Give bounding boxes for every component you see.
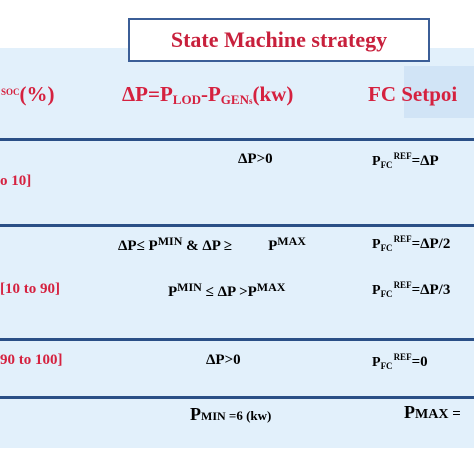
table-background	[0, 48, 474, 448]
row2-soc-range: [10 to 90]	[0, 281, 60, 297]
row1-setpoint: PFCREF=ΔP	[372, 151, 439, 170]
header-cell-tint	[404, 66, 474, 118]
pmin-limit: PMIN =6 (kw)	[190, 404, 272, 424]
row-divider	[0, 338, 474, 341]
pmax-limit: PMAX =	[404, 402, 461, 422]
row3-condition: ΔP>0	[206, 352, 241, 368]
row1-condition: ΔP>0	[238, 151, 273, 167]
header-fc-setpoint: FC Setpoi	[368, 82, 458, 106]
row2-setpoint-a: PFCREF=ΔP/2	[372, 234, 451, 253]
page-title: State Machine strategy	[128, 18, 430, 62]
row1-soc-range: o 10]	[0, 173, 32, 189]
header-soc: SOC(%)	[1, 82, 55, 106]
header-delta-p: ΔP=PLOD-PGENs(kw)	[122, 82, 294, 107]
row-divider	[0, 396, 474, 399]
row2-condition-b: PMIN ≤ ΔP >PMAX	[168, 280, 286, 300]
row-divider	[0, 224, 474, 227]
row3-soc-range: 90 to 100]	[0, 352, 63, 368]
row2-condition-a: ΔP≤ PMIN & ΔP ≥PMAX	[118, 234, 306, 254]
row3-setpoint: PFCREF=0	[372, 352, 428, 371]
row-divider	[0, 138, 474, 141]
row2-setpoint-b: PFCREF=ΔP/3	[372, 280, 451, 299]
